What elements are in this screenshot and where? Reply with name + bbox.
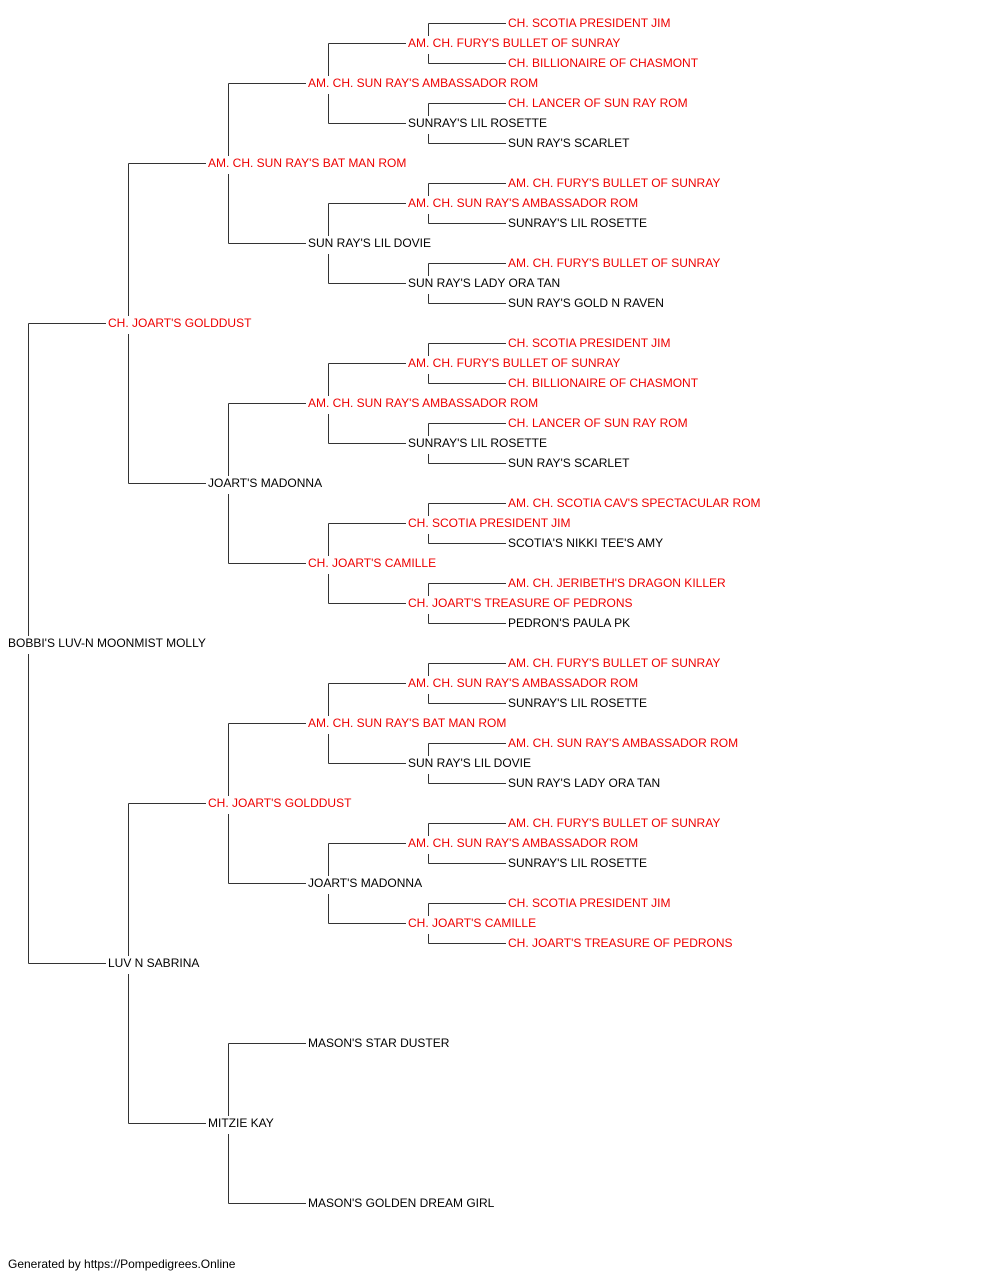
pedigree-node-subject: BOBBI'S LUV-N MOONMIST MOLLY — [8, 636, 206, 650]
pedigree-node-dam-sire-dam: JOART'S MADONNA — [308, 876, 423, 890]
pedigree-node-sire-sire-dam: SUN RAY'S LIL DOVIE — [308, 236, 431, 250]
pedigree-node-sire-sire-sire: AM. CH. SUN RAY'S AMBASSADOR ROM — [308, 76, 539, 90]
pedigree-node-dam-sire-sire-dam-sire: AM. CH. SUN RAY'S AMBASSADOR ROM — [508, 736, 739, 750]
pedigree-node-dam-sire-sire: AM. CH. SUN RAY'S BAT MAN ROM — [308, 716, 507, 730]
pedigree-node-sire-dam-dam-dam-dam: PEDRON'S PAULA PK — [508, 616, 631, 630]
pedigree-node-sire-sire-dam-sire-dam: SUNRAY'S LIL ROSETTE — [508, 216, 647, 230]
pedigree-node-dam-sire-dam-sire-sire: AM. CH. FURY'S BULLET OF SUNRAY — [508, 816, 721, 830]
pedigree-node-sire-dam-dam-sire: CH. SCOTIA PRESIDENT JIM — [408, 516, 571, 530]
pedigree-node-sire-sire-sire-sire-dam: CH. BILLIONAIRE OF CHASMONT — [508, 56, 699, 70]
pedigree-node-sire-dam: JOART'S MADONNA — [208, 476, 323, 490]
pedigree-node-dam-sire-sire-sire-sire: AM. CH. FURY'S BULLET OF SUNRAY — [508, 656, 721, 670]
pedigree-node-dam-dam: MITZIE KAY — [208, 1116, 274, 1130]
pedigree-node-dam-sire: CH. JOART'S GOLDDUST — [208, 796, 352, 810]
pedigree-node-sire-sire: AM. CH. SUN RAY'S BAT MAN ROM — [208, 156, 407, 170]
pedigree-node-sire-dam-sire-sire-dam: CH. BILLIONAIRE OF CHASMONT — [508, 376, 699, 390]
pedigree-node-sire-sire-sire-sire: AM. CH. FURY'S BULLET OF SUNRAY — [408, 36, 621, 50]
pedigree-node-sire-dam-dam-dam: CH. JOART'S TREASURE OF PEDRONS — [408, 596, 633, 610]
pedigree-node-dam-dam-dam: MASON'S GOLDEN DREAM GIRL — [308, 1196, 495, 1210]
pedigree-node-sire-dam-sire-dam: SUNRAY'S LIL ROSETTE — [408, 436, 547, 450]
pedigree-node-sire-sire-dam-dam-sire: AM. CH. FURY'S BULLET OF SUNRAY — [508, 256, 721, 270]
pedigree-node-dam-dam-sire: MASON'S STAR DUSTER — [308, 1036, 450, 1050]
pedigree-node-sire-sire-dam-dam: SUN RAY'S LADY ORA TAN — [408, 276, 561, 290]
pedigree-node-sire-dam-sire-dam-sire: CH. LANCER OF SUN RAY ROM — [508, 416, 688, 430]
pedigree-node-sire-sire-sire-dam: SUNRAY'S LIL ROSETTE — [408, 116, 547, 130]
pedigree-node-dam-sire-dam-dam-sire: CH. SCOTIA PRESIDENT JIM — [508, 896, 671, 910]
pedigree-node-sire-sire-dam-sire-sire: AM. CH. FURY'S BULLET OF SUNRAY — [508, 176, 721, 190]
pedigree-node-sire-dam-sire-sire: AM. CH. FURY'S BULLET OF SUNRAY — [408, 356, 621, 370]
pedigree-node-dam-sire-dam-dam: CH. JOART'S CAMILLE — [408, 916, 537, 930]
pedigree-node-sire-dam-dam: CH. JOART'S CAMILLE — [308, 556, 437, 570]
pedigree-node-dam-sire-dam-sire: AM. CH. SUN RAY'S AMBASSADOR ROM — [408, 836, 639, 850]
pedigree-node-sire-dam-dam-sire-sire: AM. CH. SCOTIA CAV'S SPECTACULAR ROM — [508, 496, 761, 510]
pedigree-node-sire-sire-dam-dam-dam: SUN RAY'S GOLD N RAVEN — [508, 296, 664, 310]
pedigree-node-dam-sire-sire-dam: SUN RAY'S LIL DOVIE — [408, 756, 531, 770]
pedigree-node-dam-sire-sire-sire-dam: SUNRAY'S LIL ROSETTE — [508, 696, 647, 710]
pedigree-node-sire-dam-sire: AM. CH. SUN RAY'S AMBASSADOR ROM — [308, 396, 539, 410]
pedigree-node-sire-dam-dam-sire-dam: SCOTIA'S NIKKI TEE'S AMY — [508, 536, 664, 550]
pedigree-node-sire-sire-dam-sire: AM. CH. SUN RAY'S AMBASSADOR ROM — [408, 196, 639, 210]
pedigree-node-dam-sire-dam-dam-dam: CH. JOART'S TREASURE OF PEDRONS — [508, 936, 733, 950]
pedigree-node-sire-sire-sire-sire-sire: CH. SCOTIA PRESIDENT JIM — [508, 16, 671, 30]
generated-by-footer: Generated by https://Pompedigrees.Online — [8, 1257, 236, 1271]
pedigree-node-dam-sire-sire-dam-dam: SUN RAY'S LADY ORA TAN — [508, 776, 661, 790]
pedigree-node-sire: CH. JOART'S GOLDDUST — [108, 316, 252, 330]
pedigree-node-dam: LUV N SABRINA — [108, 956, 200, 970]
pedigree-node-sire-dam-sire-dam-dam: SUN RAY'S SCARLET — [508, 456, 630, 470]
pedigree-node-sire-dam-dam-dam-sire: AM. CH. JERIBETH'S DRAGON KILLER — [508, 576, 726, 590]
pedigree-node-sire-dam-sire-sire-sire: CH. SCOTIA PRESIDENT JIM — [508, 336, 671, 350]
pedigree-node-sire-sire-sire-dam-sire: CH. LANCER OF SUN RAY ROM — [508, 96, 688, 110]
pedigree-node-dam-sire-sire-sire: AM. CH. SUN RAY'S AMBASSADOR ROM — [408, 676, 639, 690]
pedigree-node-sire-sire-sire-dam-dam: SUN RAY'S SCARLET — [508, 136, 630, 150]
pedigree-node-dam-sire-dam-sire-dam: SUNRAY'S LIL ROSETTE — [508, 856, 647, 870]
